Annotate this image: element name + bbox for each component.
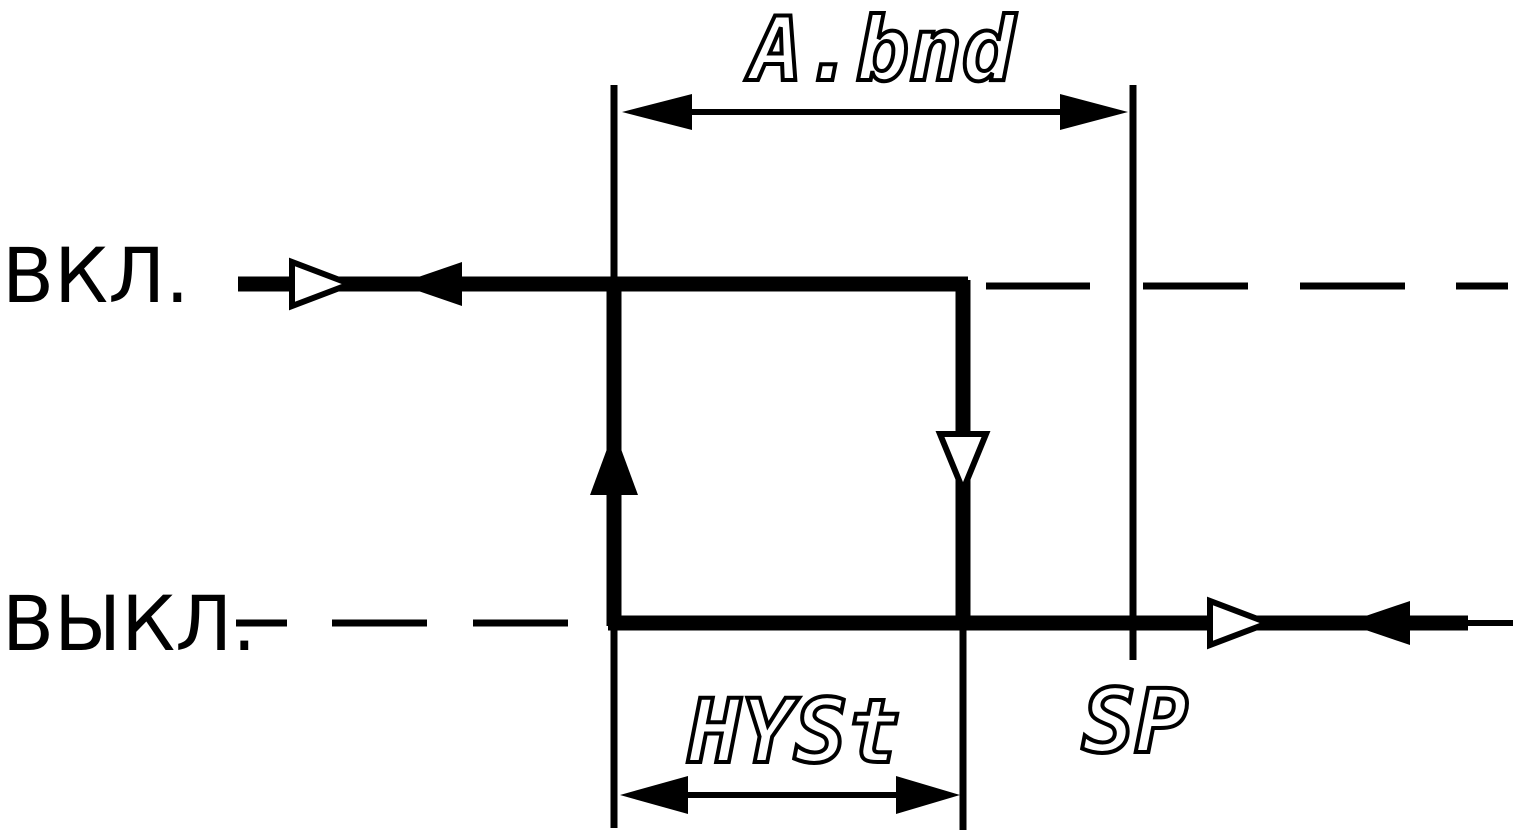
hysteresis-left-arrow xyxy=(620,776,688,814)
switch-on-transition xyxy=(590,280,638,626)
on-level xyxy=(238,257,1508,311)
off-right-hollow-arrow xyxy=(1207,596,1277,650)
up-solid-arrow xyxy=(590,430,638,495)
band-left-arrow xyxy=(622,94,692,130)
off-left-solid-arrow xyxy=(1345,601,1410,645)
setpoint-label: SP xyxy=(1082,670,1188,773)
switch-off-transition xyxy=(935,280,991,626)
band-dimension xyxy=(622,94,1128,130)
on-right-hollow-arrow xyxy=(289,257,359,311)
hysteresis-right-arrow xyxy=(896,776,960,814)
off-state-label: ВЫКЛ. xyxy=(2,579,256,668)
down-hollow-arrow xyxy=(935,431,991,498)
hysteresis-label: HYSt xyxy=(687,680,900,783)
off-level xyxy=(236,596,1513,650)
band-label: A.bnd xyxy=(745,0,1017,101)
on-state-label: ВКЛ. xyxy=(2,231,189,320)
band-right-arrow xyxy=(1060,94,1128,130)
hysteresis-dimension xyxy=(620,776,960,814)
on-left-solid-arrow xyxy=(398,262,462,306)
